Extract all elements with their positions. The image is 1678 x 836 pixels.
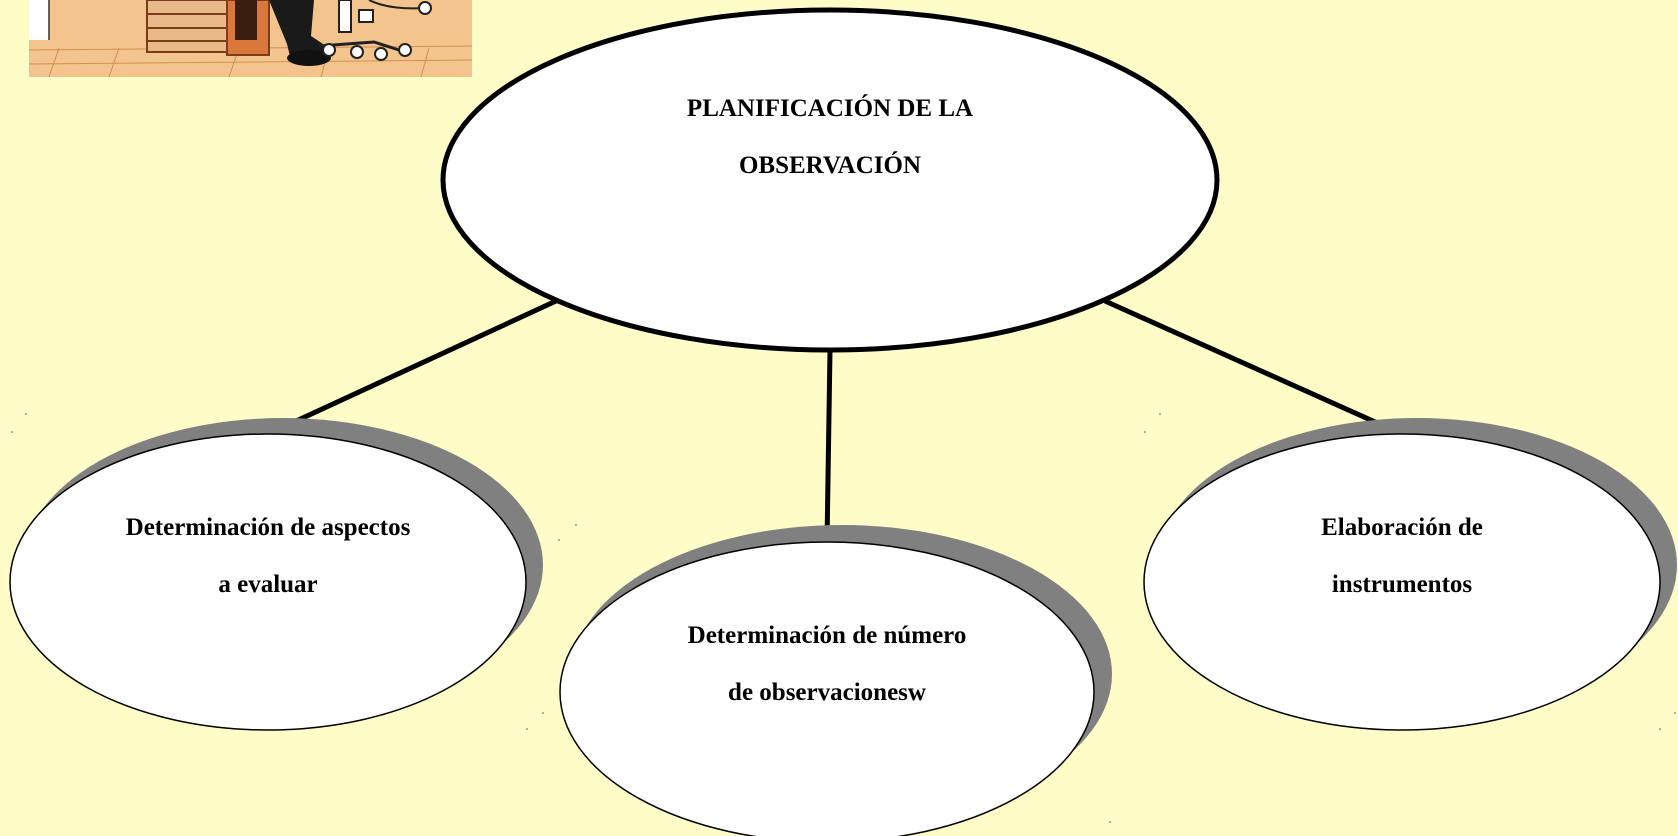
- root-node-label: PLANIFICACIÓN DE LA OBSERVACIÓN: [600, 80, 1060, 194]
- center-label-line2: de observacionesw: [728, 679, 926, 706]
- root-label-line2: OBSERVACIÓN: [738, 152, 922, 179]
- root-node: [440, 7, 1220, 353]
- cartoon-office-scene-illustration: [29, 0, 472, 77]
- right-label-line1: Elaboración de: [1321, 514, 1483, 541]
- left-label-line1: Determinación de aspectos: [125, 514, 411, 541]
- left-label-line2: a evaluar: [218, 571, 318, 598]
- left-node-label: Determinación de aspectos a evaluar: [60, 499, 476, 613]
- right-node: [1143, 433, 1661, 731]
- right-label-line2: instrumentos: [1331, 571, 1473, 598]
- connector-root-to-left: [266, 298, 558, 437]
- decorative-specks: [11, 413, 1676, 823]
- center-node-label: Determinación de número de observaciones…: [617, 607, 1037, 721]
- center-label-line1: Determinación de número: [687, 622, 967, 649]
- center-node: [559, 541, 1095, 836]
- connector-root-to-right: [1103, 298, 1404, 437]
- connector-root-to-center: [824, 349, 833, 544]
- right-node-label: Elaboración de instrumentos: [1212, 499, 1592, 613]
- root-label-line1: PLANIFICACIÓN DE LA: [686, 95, 974, 122]
- left-node: [9, 433, 527, 731]
